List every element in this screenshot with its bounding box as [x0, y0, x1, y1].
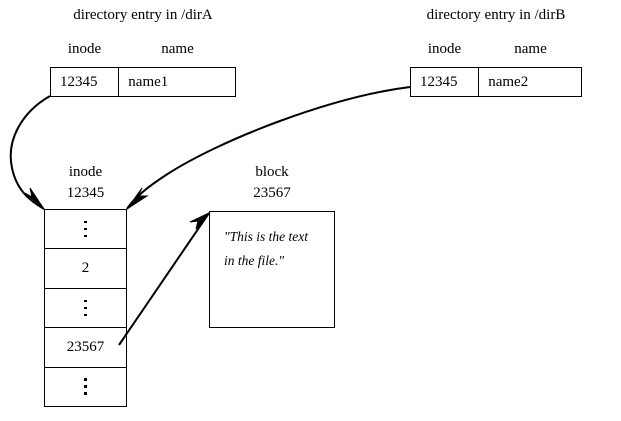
- arrow-inode-to-block: [118, 212, 210, 346]
- vertical-ellipsis-icon: [84, 378, 87, 395]
- data-block-text: "This is the text in the file.": [224, 229, 309, 268]
- block-label-number: 23567: [253, 185, 291, 201]
- caption-dir-b: directory entry in /dirB: [426, 7, 566, 23]
- header-name-dir-a: name: [161, 41, 194, 57]
- arrowhead-dir-a-to-inode: [24, 187, 45, 210]
- dir-a-inode-value: 12345: [51, 68, 120, 96]
- inode-row-ellipsis-1: [45, 210, 126, 250]
- inode-label-title: inode: [68, 164, 103, 180]
- vertical-ellipsis-icon: [84, 299, 87, 317]
- inode-row-ellipsis-2: [45, 289, 126, 329]
- inode-row-ellipsis-3: [45, 368, 126, 406]
- dir-b-inode-value: 12345: [411, 68, 480, 96]
- inode-label-number: 12345: [66, 185, 105, 201]
- arrowhead-inode-to-block: [189, 212, 210, 230]
- vertical-ellipsis-icon: [84, 220, 87, 238]
- data-block-box: "This is the text in the file.": [209, 211, 335, 328]
- inode-blockpointer-value: 23567: [66, 338, 105, 355]
- header-name-dir-b: name: [514, 41, 547, 57]
- block-label-title: block: [255, 164, 289, 180]
- dir-a-name-value: name1: [128, 73, 169, 90]
- dir-entry-box-dir-a: 12345 name1: [50, 67, 236, 97]
- caption-dir-a: directory entry in /dirA: [73, 7, 213, 23]
- inode-row-linkcount: 2: [45, 249, 126, 289]
- dir-entry-box-dir-b: 12345 name2: [410, 67, 582, 97]
- inode-linkcount-value: 2: [81, 260, 90, 277]
- header-inode-dir-a: inode: [67, 41, 102, 57]
- inode-table: 2 23567: [44, 209, 127, 407]
- arrowhead-dir-b-to-inode: [126, 187, 149, 210]
- dir-b-name-value: name2: [488, 73, 529, 90]
- inode-row-blockpointer: 23567: [45, 328, 126, 368]
- header-inode-dir-b: inode: [427, 41, 462, 57]
